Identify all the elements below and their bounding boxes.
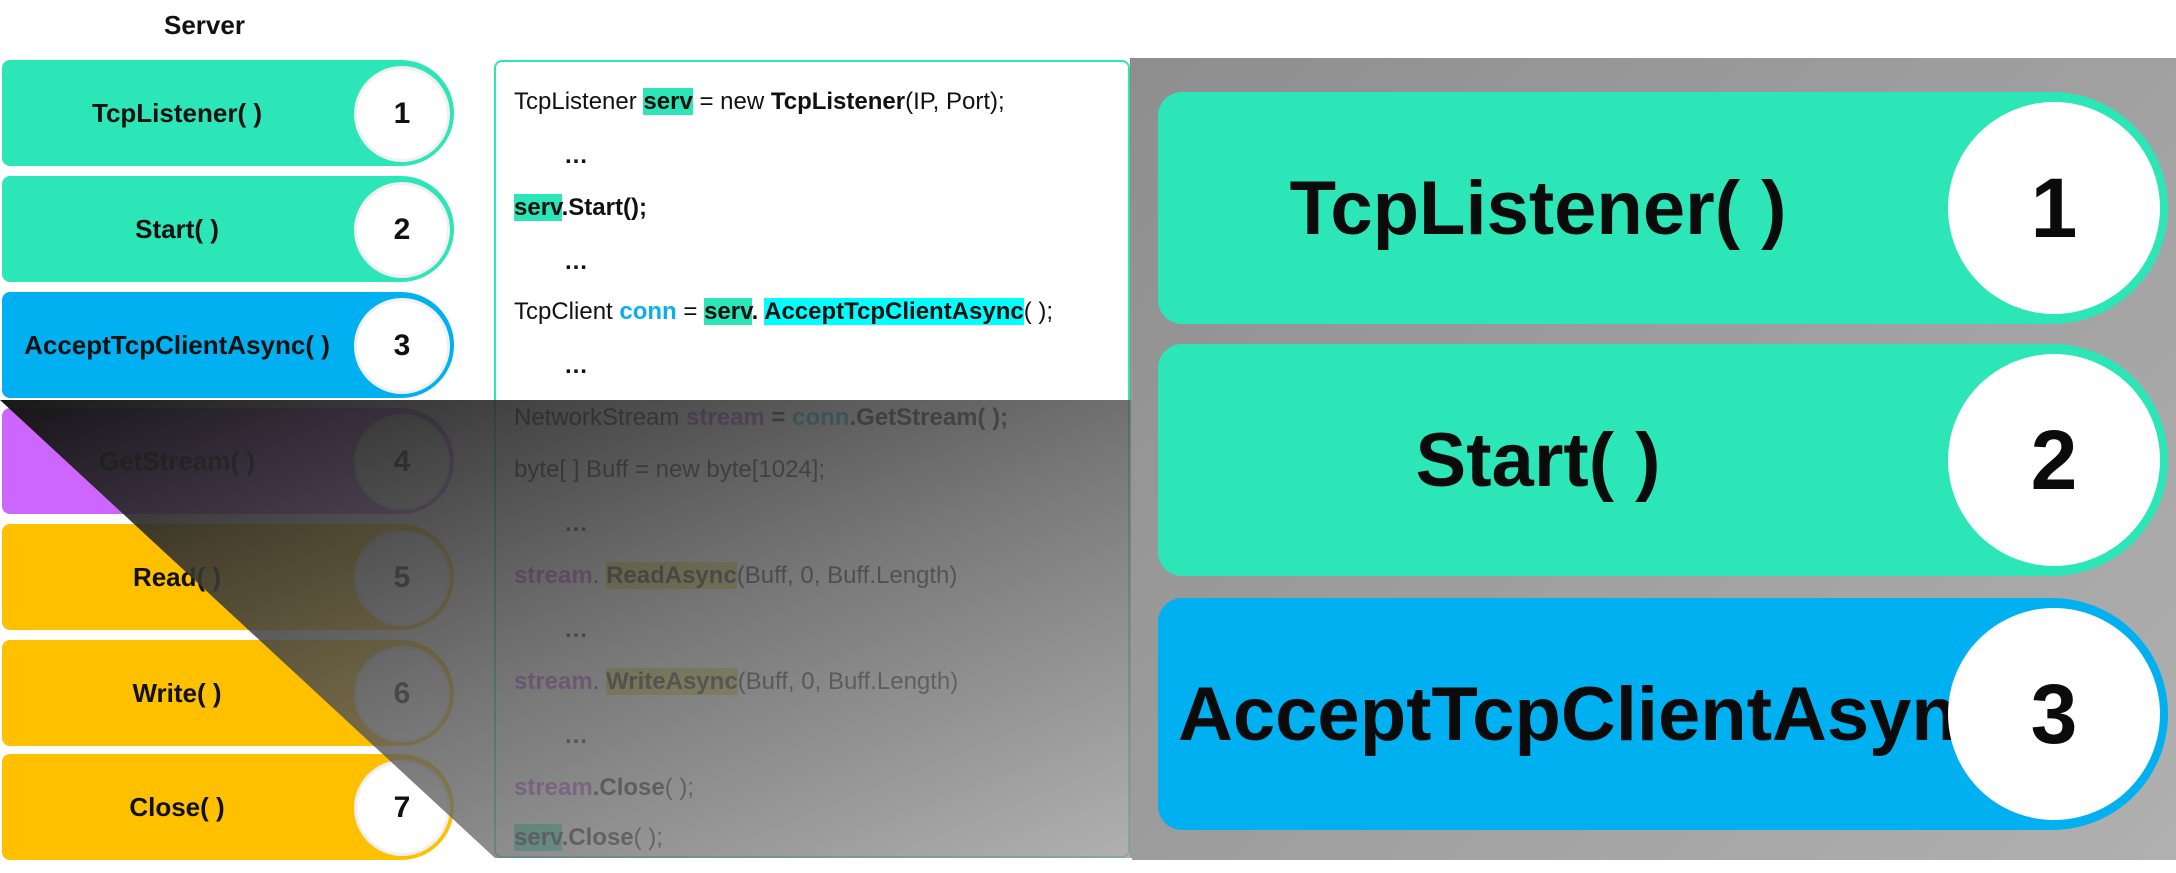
step-label: GetStream( ) xyxy=(98,445,256,476)
code-line-1: TcpListener serv = new TcpListener(IP, P… xyxy=(514,88,1005,115)
step-label: Write( ) xyxy=(132,677,222,708)
step-pill-1: TcpListener( ) 1 xyxy=(2,60,454,166)
code-ellipsis: … xyxy=(564,142,588,169)
zoom-label: TcpListener( ) xyxy=(1289,165,1787,251)
step-pill-5: Read( ) 5 xyxy=(2,524,454,630)
code-ellipsis: … xyxy=(564,248,588,275)
step-number-circle: 2 xyxy=(354,182,450,278)
step-number-circle: 7 xyxy=(354,760,450,856)
code-line-10: stream. ReadAsync(Buff, 0, Buff.Length) xyxy=(514,562,958,589)
code-ellipsis: … xyxy=(564,510,588,537)
step-number-circle: 3 xyxy=(354,298,450,394)
step-number-circle: 6 xyxy=(354,646,450,742)
code-ellipsis: … xyxy=(564,352,588,379)
code-line-12: stream. WriteAsync(Buff, 0, Buff.Length) xyxy=(514,668,959,695)
zoom-pill-3: AcceptTcpClientAsync( ) 3 xyxy=(1158,598,2168,830)
step-pill-7: Close( ) 7 xyxy=(2,754,454,860)
zoom-panel: TcpListener( ) 1 Start( ) 2 AcceptTcpCli… xyxy=(1132,58,2176,860)
zoom-label: AcceptTcpClientAsync( ) xyxy=(1178,671,2072,757)
step-number-circle: 1 xyxy=(354,66,450,162)
code-line-15: serv.Close( ); xyxy=(514,824,663,851)
step-pill-4: GetStream( ) 4 xyxy=(2,408,454,514)
step-pill-2: Start( ) 2 xyxy=(2,176,454,282)
code-line-3: serv.Start(); xyxy=(514,194,647,221)
code-line-14: stream.Close( ); xyxy=(514,774,695,801)
step-pill-6: Write( ) 6 xyxy=(2,640,454,746)
code-box: TcpListener serv = new TcpListener(IP, P… xyxy=(494,60,1130,858)
server-title: Server xyxy=(164,10,245,40)
zoom-pill-1: TcpListener( ) 1 xyxy=(1158,92,2168,324)
code-line-5: TcpClient conn = serv. AcceptTcpClientAs… xyxy=(514,298,1054,325)
zoom-label: Start( ) xyxy=(1415,417,1661,503)
step-number-circle: 4 xyxy=(354,414,450,510)
step-label: Start( ) xyxy=(135,213,219,244)
zoom-number-circle: 3 xyxy=(1948,608,2160,820)
zoom-pill-2: Start( ) 2 xyxy=(1158,344,2168,576)
step-label: AcceptTcpClientAsync( ) xyxy=(24,329,330,360)
step-label: Close( ) xyxy=(129,791,225,822)
step-number-circle: 5 xyxy=(354,530,450,626)
code-line-8: byte[ ] Buff = new byte[1024]; xyxy=(514,456,826,483)
step-label: Read( ) xyxy=(132,561,222,592)
code-ellipsis: … xyxy=(564,616,588,643)
zoom-number-circle: 2 xyxy=(1948,354,2160,566)
zoom-number-circle: 1 xyxy=(1948,102,2160,314)
step-pill-3: AcceptTcpClientAsync( ) 3 xyxy=(2,292,454,398)
code-line-7: NetworkStream stream = conn.GetStream( )… xyxy=(514,404,1009,431)
code-ellipsis: … xyxy=(564,722,588,749)
step-label: TcpListener( ) xyxy=(92,97,262,128)
